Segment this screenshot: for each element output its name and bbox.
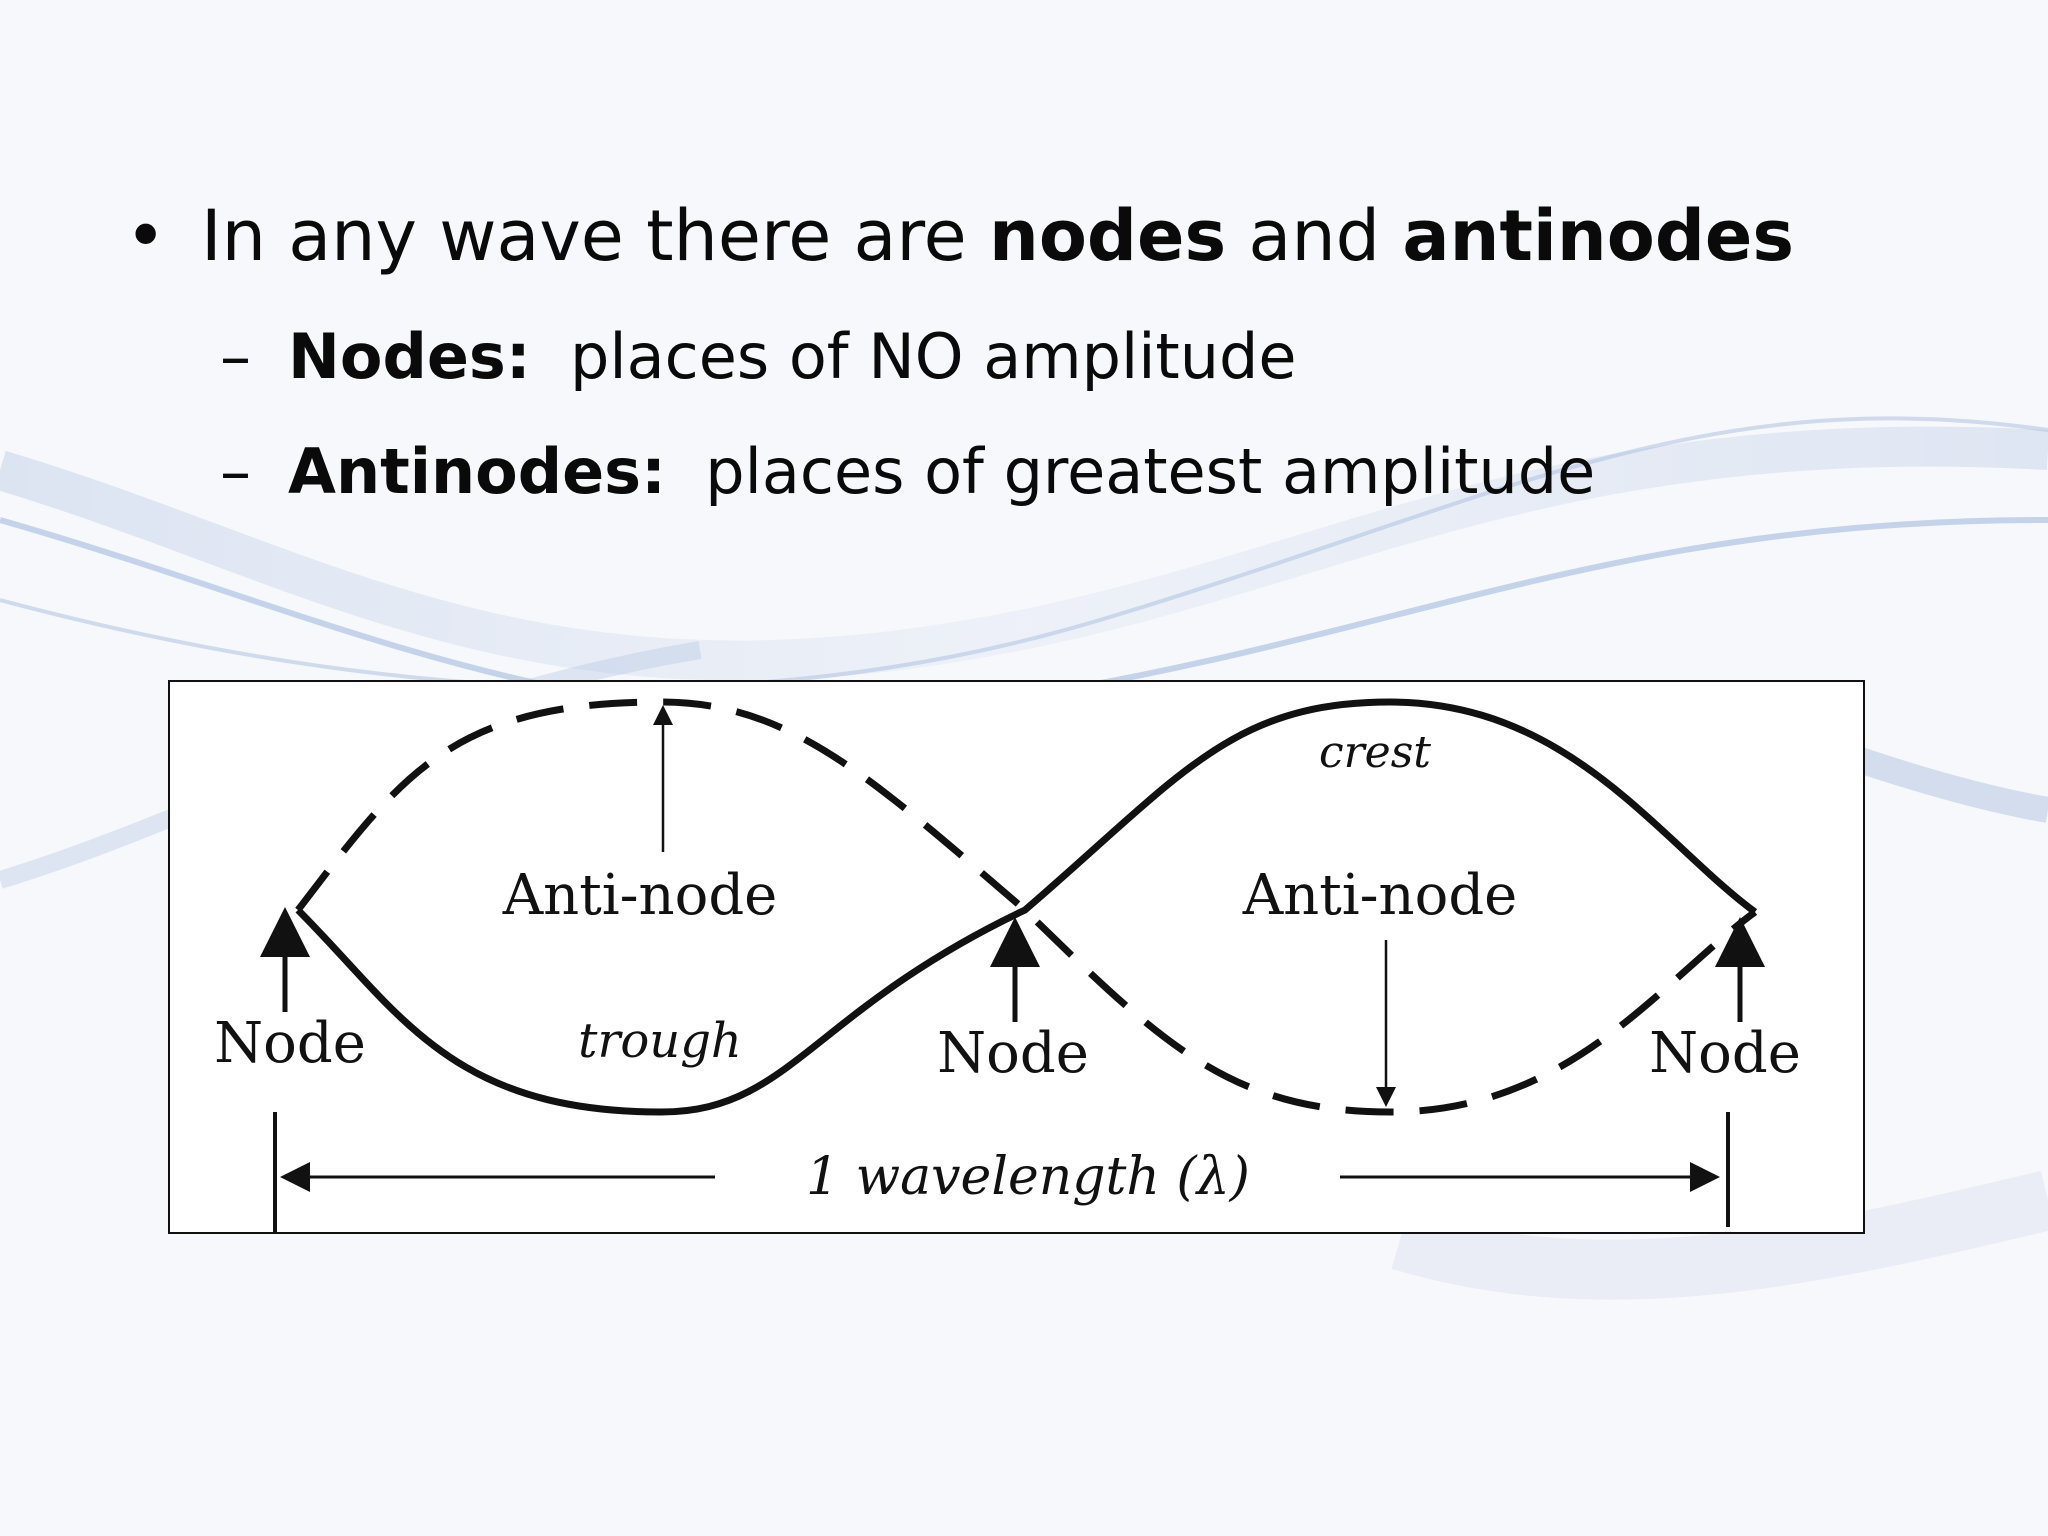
label-wavelength: 1 wavelength (λ) bbox=[806, 1147, 1250, 1207]
sub-bullet-term: Antinodes: bbox=[288, 435, 666, 508]
sub-bullet-definition: places of greatest amplitude bbox=[705, 435, 1596, 508]
bullet-bold-nodes: nodes bbox=[988, 195, 1227, 277]
label-antinode-right: Anti-node bbox=[1242, 863, 1518, 928]
label-antinode-left: Anti-node bbox=[502, 863, 778, 928]
label-node-right: Node bbox=[1649, 1021, 1801, 1086]
label-node-middle: Node bbox=[937, 1021, 1089, 1086]
sub-bullet-nodes: –Nodes: places of NO amplitude bbox=[220, 320, 1297, 393]
bullet-marker: • bbox=[125, 195, 167, 277]
bullet-bold-antinodes: antinodes bbox=[1402, 195, 1795, 277]
sub-bullet-definition: places of NO amplitude bbox=[570, 320, 1297, 393]
diagram-svg: crest Anti-node Anti-node trough Node No… bbox=[214, 698, 1801, 1232]
label-trough: trough bbox=[578, 1013, 742, 1069]
bullet-main: • In any wave there are nodes and antinod… bbox=[125, 195, 1794, 277]
bullet-text-mid: and bbox=[1226, 195, 1403, 277]
standing-wave-diagram: crest Anti-node Anti-node trough Node No… bbox=[168, 680, 1865, 1234]
sub-bullet-antinodes: –Antinodes: places of greatest amplitude bbox=[220, 435, 1595, 508]
sub-bullet-marker: – bbox=[220, 320, 251, 393]
bullet-text-before: In any wave there are bbox=[201, 195, 989, 277]
solid-wave bbox=[295, 698, 1758, 1116]
label-crest: crest bbox=[1319, 727, 1431, 778]
label-node-left: Node bbox=[214, 1011, 366, 1076]
sub-bullet-marker: – bbox=[220, 435, 251, 508]
sub-bullet-term: Nodes: bbox=[288, 320, 531, 393]
